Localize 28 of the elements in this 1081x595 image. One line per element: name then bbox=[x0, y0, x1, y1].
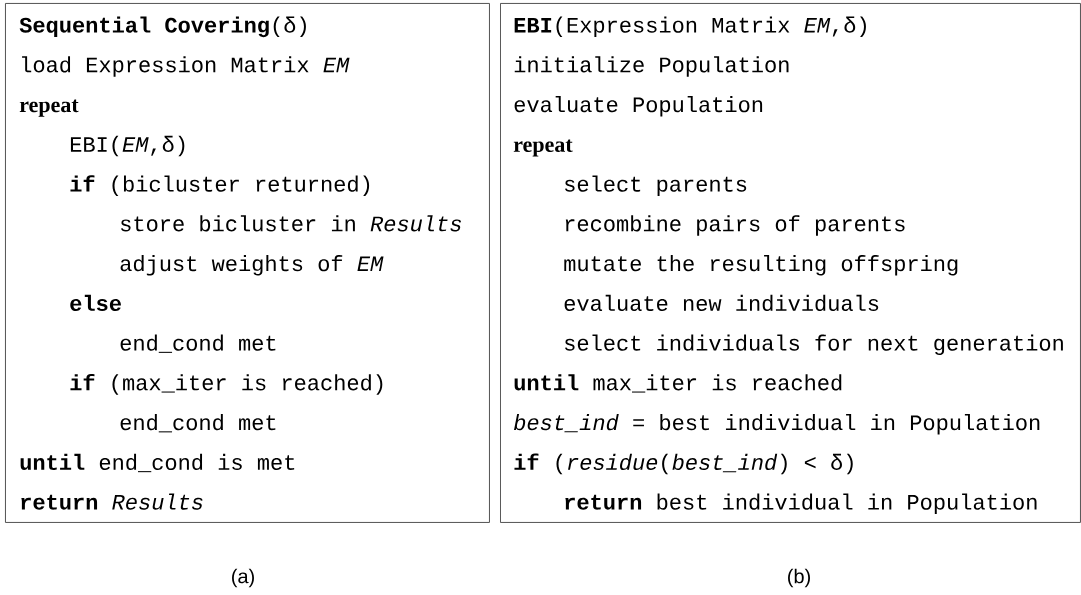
code-line: EBI(Expression Matrix EM,δ) bbox=[514, 16, 866, 38]
code-line: end_cond met bbox=[120, 334, 276, 353]
subfigure-caption: (b) bbox=[788, 568, 810, 588]
code-line: if (residue(best_ind) < δ) bbox=[514, 453, 853, 475]
code-line: store bicluster in Results bbox=[121, 215, 461, 232]
code-line: else bbox=[70, 294, 121, 311]
code-line: until end_cond is met bbox=[20, 453, 295, 473]
code-line: if (max_iter is reached) bbox=[70, 373, 383, 395]
subfigure-caption: (a) bbox=[232, 568, 254, 588]
code-line: Sequential Covering(δ) bbox=[19, 16, 306, 38]
code-line: repeat bbox=[19, 99, 79, 117]
code-line: select parents bbox=[565, 175, 747, 197]
code-line: return Results bbox=[21, 493, 203, 510]
code-line: until max_iter is reached bbox=[514, 374, 842, 393]
code-line: mutate the resulting offspring bbox=[564, 255, 958, 276]
code-line: initialize Population bbox=[514, 56, 789, 77]
code-line: repeat bbox=[513, 139, 573, 157]
code-line: select individuals for next generation bbox=[565, 334, 1063, 356]
code-line: recombine pairs of parents bbox=[565, 215, 905, 236]
code-line: evaluate new individuals bbox=[564, 294, 879, 312]
code-line: load Expression Matrix EM bbox=[22, 56, 350, 77]
code-line: adjust weights of EM bbox=[120, 255, 384, 276]
code-line: evaluate Population bbox=[514, 96, 763, 117]
code-line: end_cond met bbox=[120, 414, 276, 433]
code-line: return best individual in Population bbox=[565, 493, 1037, 515]
code-line: EBI(EM,δ) bbox=[70, 135, 185, 157]
code-line: best_ind = best individual in Population bbox=[514, 414, 1040, 435]
code-line: if (bicluster returned) bbox=[70, 175, 370, 197]
